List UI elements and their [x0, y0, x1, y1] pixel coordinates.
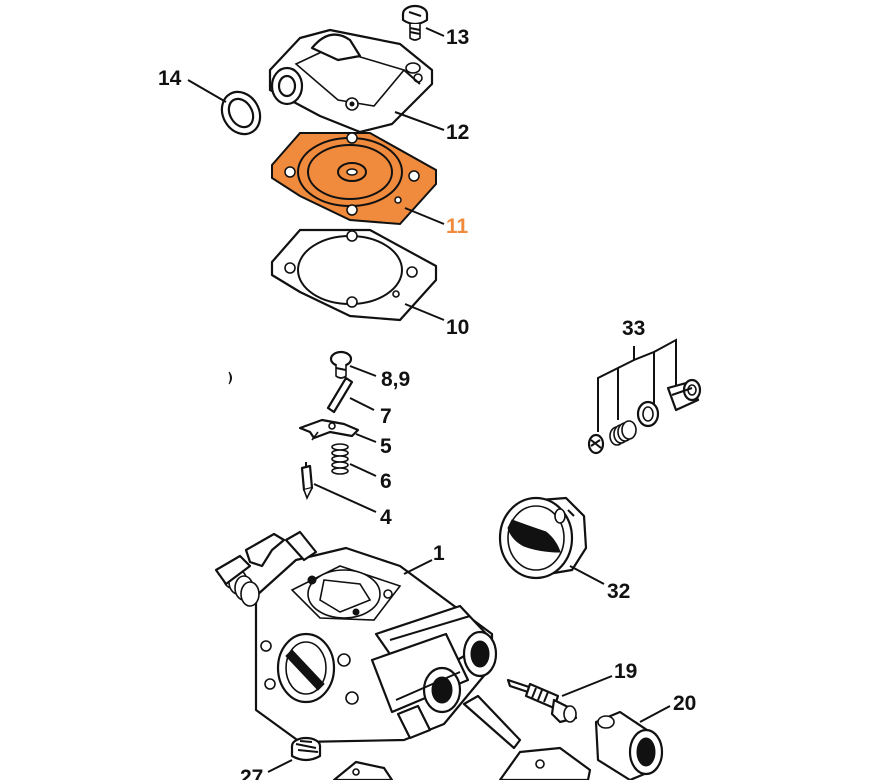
leader-10: [404, 303, 445, 321]
part-1-carburetor-body[interactable]: [214, 530, 592, 780]
part-20-cylinder-cap[interactable]: [594, 710, 664, 780]
label-32: 32: [607, 580, 630, 603]
part-10-gasket[interactable]: [270, 228, 438, 322]
label-27: 27: [240, 766, 263, 780]
label-11: 11: [446, 215, 469, 238]
leader-8-9: [349, 365, 377, 377]
leader-14: [187, 79, 227, 103]
label-4: 4: [380, 506, 392, 529]
part-11-pump-diaphragm[interactable]: [271, 132, 437, 226]
part-12-pump-cover[interactable]: [268, 28, 434, 134]
label-7: 7: [380, 405, 392, 428]
part-4-inlet-needle[interactable]: [300, 462, 314, 500]
label-1: 1: [433, 542, 445, 565]
label-8-9: 8,9: [381, 368, 410, 391]
leader-4: [313, 483, 377, 513]
part-8-9-screw[interactable]: [329, 350, 353, 379]
label-10: 10: [446, 316, 469, 339]
leader-5: [355, 433, 377, 443]
leader-11: [404, 207, 445, 225]
part-13-screw[interactable]: [401, 4, 429, 41]
leader-7: [349, 397, 375, 411]
label-14: 14: [158, 67, 182, 90]
label-20: 20: [673, 692, 696, 715]
stray-mark: [228, 371, 232, 385]
leader-12: [394, 111, 445, 131]
part-33-repair-kit[interactable]: [587, 338, 702, 455]
leader-1: [403, 559, 433, 575]
leader-19: [561, 675, 613, 697]
leader-20: [639, 705, 671, 723]
part-5-control-lever[interactable]: [298, 418, 360, 441]
part-32-cover[interactable]: [498, 496, 588, 580]
label-5: 5: [380, 435, 392, 458]
part-19-adjusting-screw[interactable]: [506, 678, 578, 724]
leader-32: [569, 565, 605, 585]
part-14-o-ring[interactable]: [214, 85, 267, 141]
part-27-filter-screen[interactable]: [290, 736, 322, 762]
part-7-pin[interactable]: [326, 376, 354, 414]
label-6: 6: [380, 470, 392, 493]
leader-6: [349, 463, 377, 477]
label-19: 19: [614, 660, 637, 683]
label-12: 12: [446, 121, 469, 144]
label-33: 33: [622, 317, 645, 340]
leader-13: [425, 27, 445, 37]
part-6-spring[interactable]: [331, 443, 349, 475]
leader-27: [267, 759, 293, 773]
label-13: 13: [446, 26, 469, 49]
